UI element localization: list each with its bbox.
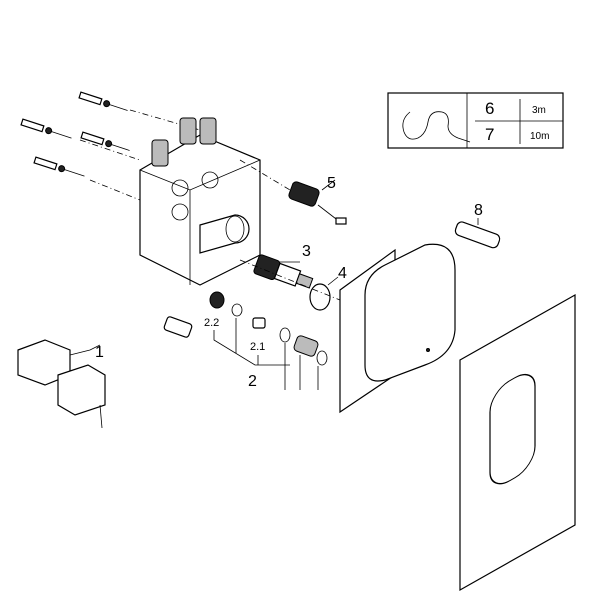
part-2-assembly: 2.2 2.1 2: [163, 291, 328, 390]
part-1-power-supply: 1: [17, 339, 106, 429]
callout-2: 2: [248, 373, 257, 390]
wall-screws: [20, 91, 201, 201]
callout-4: 4: [338, 265, 347, 282]
part-3-valve-cartridge: 3: [253, 243, 314, 289]
table-length-3m: 3m: [532, 105, 546, 116]
callout-2-1: 2.1: [250, 341, 265, 353]
callout-5: 5: [327, 175, 336, 192]
part-4-ring: 4: [309, 265, 347, 311]
part-5-sensor-module: 5: [288, 175, 347, 225]
rough-in-box: [139, 117, 261, 286]
table-part-7: 7: [485, 125, 494, 144]
mounting-frame: [339, 243, 456, 414]
cover-plate: [459, 293, 576, 592]
part-8-connector: 8: [454, 202, 501, 249]
sensor-cable-icon: [402, 111, 471, 143]
cable-length-table: 6 3m 7 10m: [387, 92, 564, 149]
callout-1: 1: [95, 344, 104, 361]
callout-8: 8: [474, 202, 483, 219]
table-length-10m: 10m: [530, 131, 549, 142]
table-part-6: 6: [485, 99, 494, 118]
callout-3: 3: [302, 243, 311, 260]
callout-2-2: 2.2: [204, 317, 219, 329]
